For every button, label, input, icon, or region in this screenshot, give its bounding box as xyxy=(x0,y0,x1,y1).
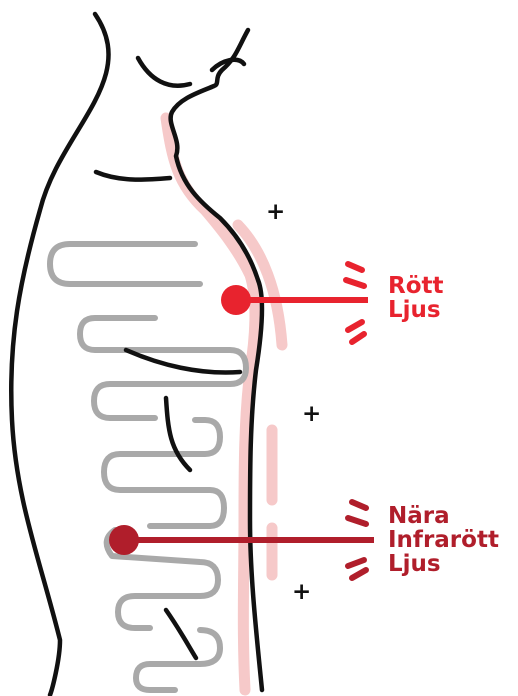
plus-mark: + xyxy=(292,580,311,604)
near-infrared-dot xyxy=(109,525,139,555)
skin-glow xyxy=(166,118,282,690)
body-outline xyxy=(11,14,262,695)
red-light-label-line-1: Rött xyxy=(388,274,444,298)
collar-line xyxy=(96,172,170,180)
red-light-beam xyxy=(221,264,368,342)
inner-curve-lower xyxy=(166,610,196,658)
red-light-label-line-2: Ljus xyxy=(388,298,441,322)
plus-mark: + xyxy=(266,200,285,224)
near-infrared-label-line-2: Infrarött xyxy=(388,528,499,552)
plus-mark: + xyxy=(302,402,321,426)
near-infrared-label-line-3: Ljus xyxy=(388,552,441,576)
intestines xyxy=(50,244,246,690)
jaw-line xyxy=(138,58,190,86)
back-line xyxy=(11,14,108,695)
rib-line xyxy=(126,350,240,373)
inner-curve-upper xyxy=(166,398,190,470)
near-infrared-label-line-1: Nära xyxy=(388,504,450,528)
red-light-dot xyxy=(221,285,251,315)
